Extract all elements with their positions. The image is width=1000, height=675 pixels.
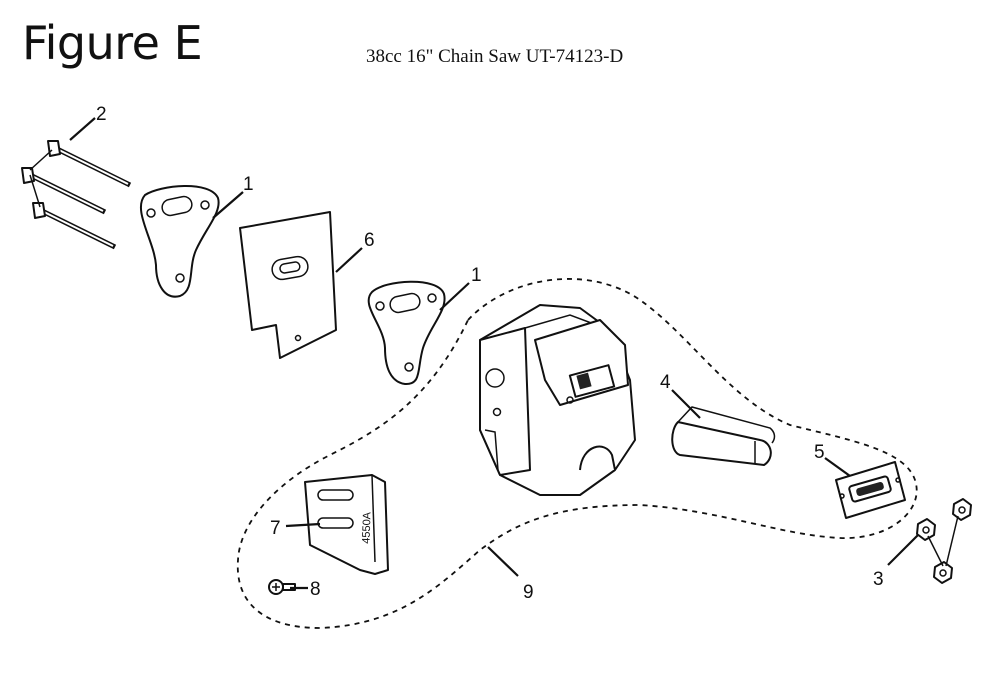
callout-3: 3: [873, 569, 884, 590]
callout-4: 4: [660, 372, 671, 393]
callout-2: 2: [96, 104, 107, 125]
callout-1-right: 1: [471, 265, 482, 286]
callout-8: 8: [310, 579, 321, 600]
callout-6: 6: [364, 230, 375, 251]
figure-title: Figure E: [22, 16, 203, 70]
leader-1a: [212, 191, 244, 219]
leader-3: [887, 534, 919, 566]
muffler-body: [479, 304, 636, 496]
gasket-right: [367, 280, 446, 386]
callout-1-left: 1: [243, 174, 254, 195]
heat-shield-plate: [239, 211, 337, 359]
bolt: [32, 202, 117, 250]
callout-5: 5: [814, 442, 825, 463]
callout-7: 7: [270, 518, 281, 539]
leader-5: [824, 457, 851, 477]
leader-4: [671, 389, 701, 419]
figure-subtitle: 38cc 16" Chain Saw UT-74123-D: [366, 46, 624, 67]
leader-2: [69, 117, 96, 141]
spark-arrestor-plate: [835, 461, 906, 519]
bolt-set: [21, 140, 132, 250]
leader-1b: [439, 282, 470, 311]
leader-9: [487, 546, 519, 577]
gasket-left: [139, 185, 220, 298]
callout-9: 9: [523, 582, 534, 603]
leader-7: [285, 522, 321, 528]
bracket: 4550A: [304, 474, 389, 575]
deflector: [671, 406, 776, 466]
leader-6: [335, 247, 363, 273]
bolt: [47, 140, 132, 188]
nut-set: [916, 498, 972, 584]
bracket-part-code: 4550A: [360, 511, 373, 544]
